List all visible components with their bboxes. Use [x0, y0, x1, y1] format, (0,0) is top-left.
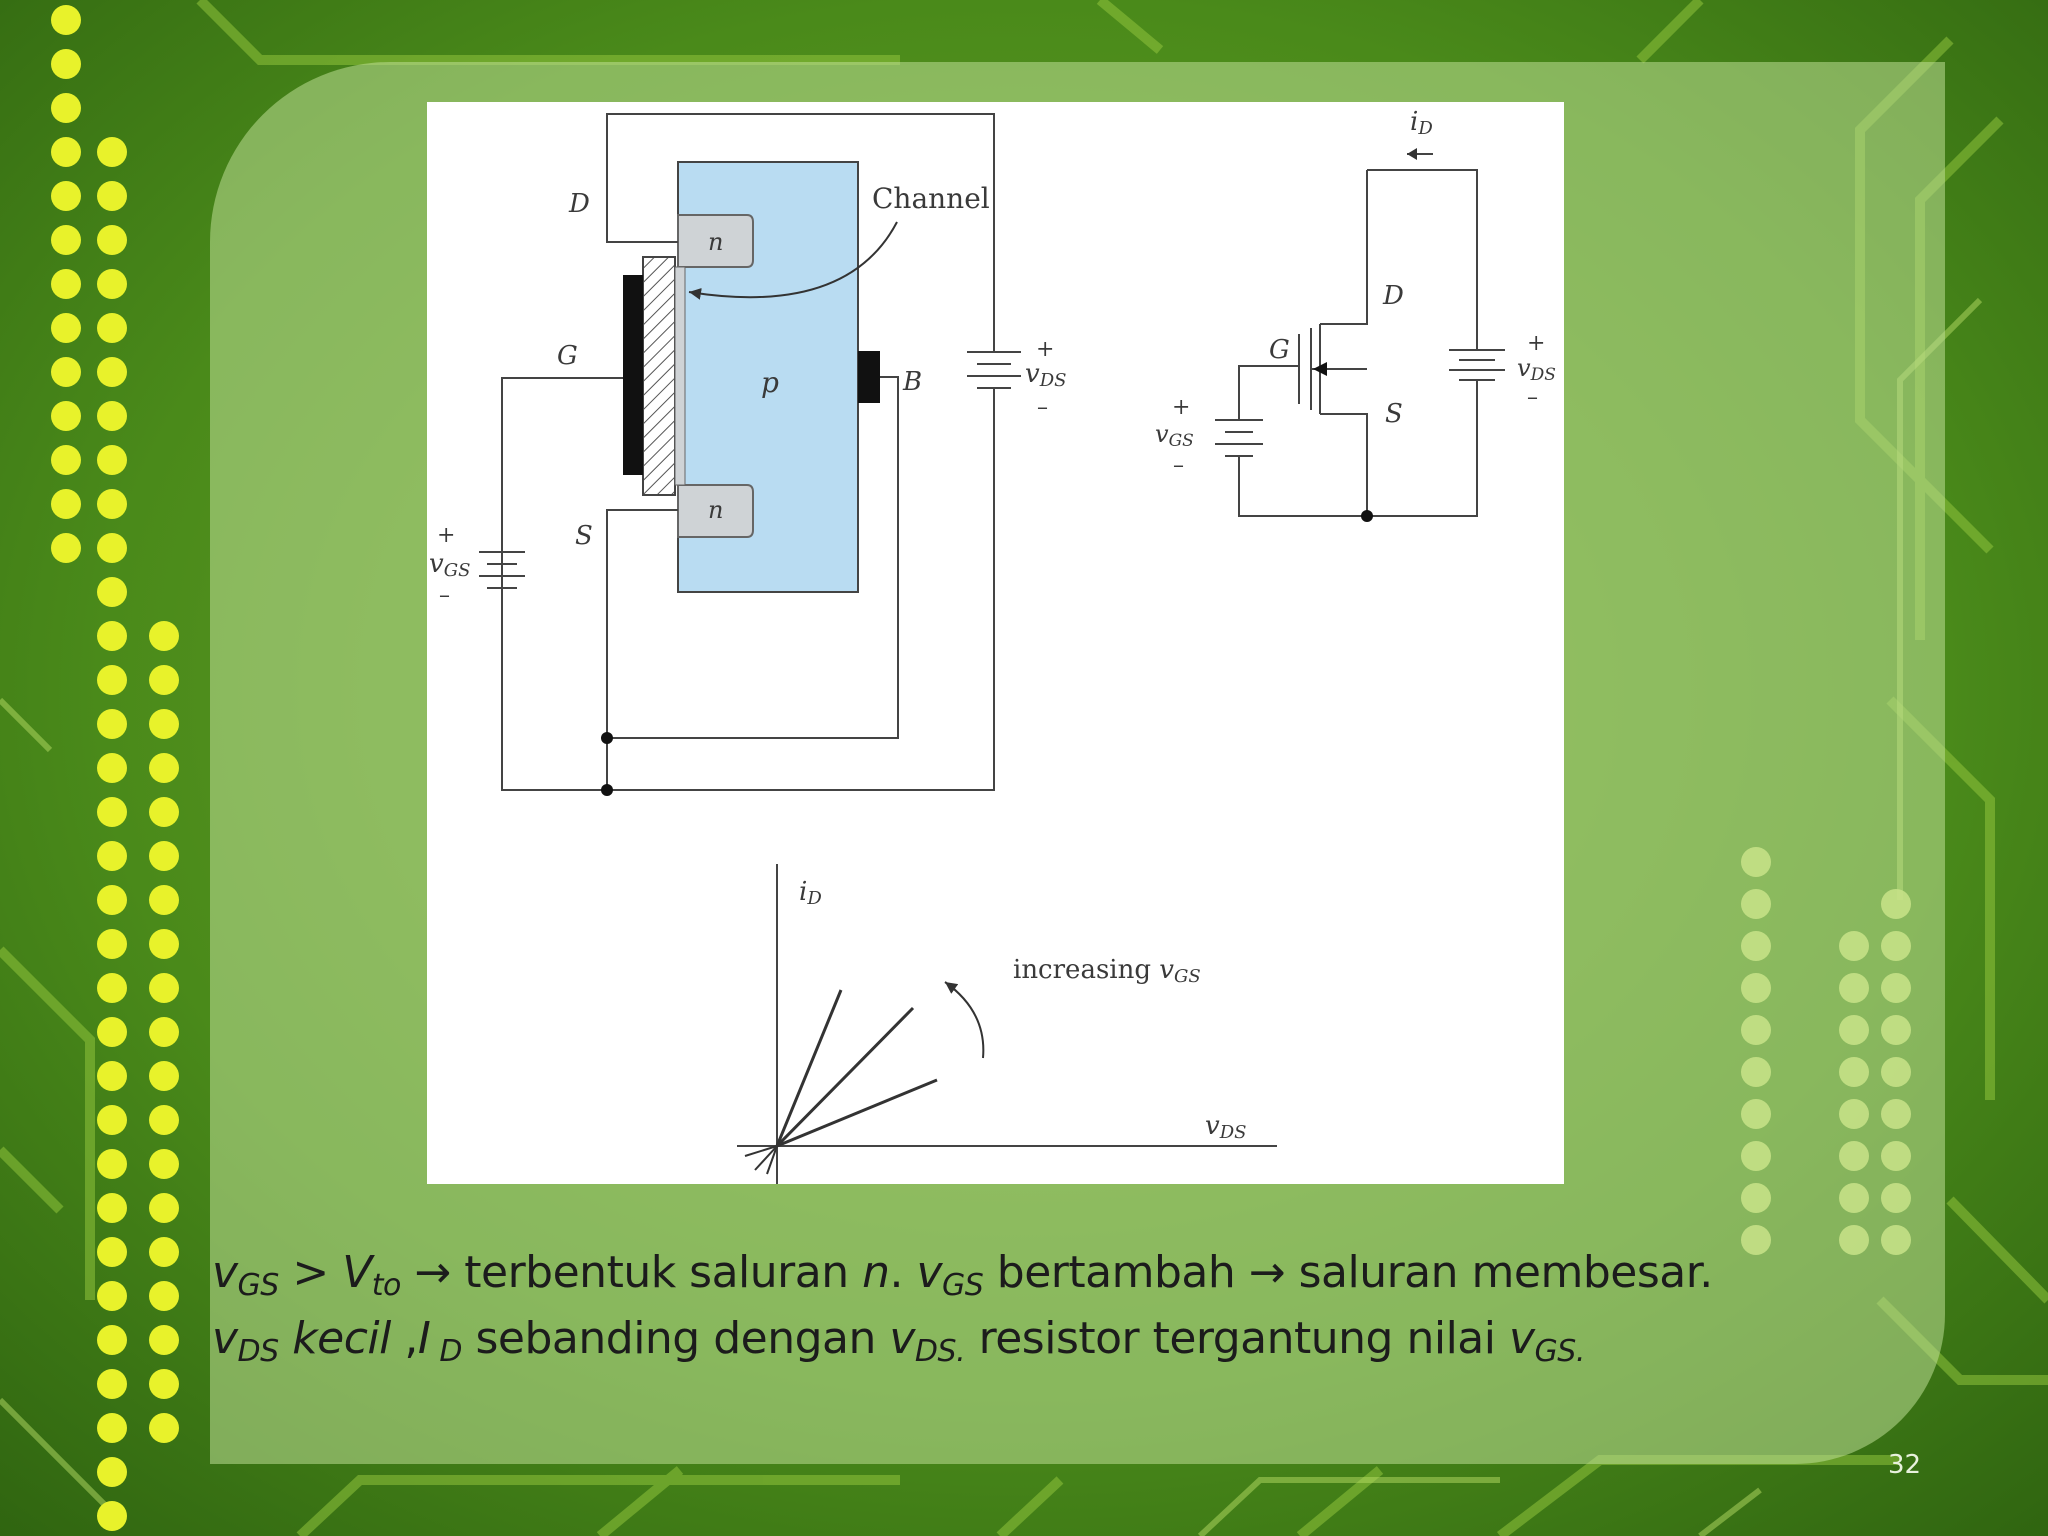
gate-electrode: [623, 275, 643, 475]
sub-gs: GS: [942, 1268, 984, 1303]
caption-text: sebanding dengan: [462, 1313, 890, 1364]
graph-line-tail: [744, 1145, 778, 1157]
graph-line-mid: [775, 1006, 915, 1148]
current-arrow: [1407, 148, 1417, 160]
channel-arrow: [688, 221, 898, 300]
schematic-vds-plus: +: [1527, 331, 1545, 356]
caption-text: kecil: [278, 1313, 391, 1364]
channel-strip: [674, 266, 686, 486]
id-vds-graph: iD vDS increasing vGS: [737, 864, 1277, 1184]
drain-label: D: [568, 189, 590, 219]
graph-y-axis-label: iD: [799, 877, 822, 909]
junction-dot: [601, 732, 613, 744]
caption-text: resistor tergantung nilai: [965, 1313, 1509, 1364]
sub-to: to: [371, 1268, 402, 1303]
junction-dot: [601, 784, 613, 796]
schematic-source-label: S: [1385, 399, 1403, 429]
var-v: v: [1508, 1313, 1535, 1364]
graph-line-tail: [766, 1145, 778, 1175]
drain-region-label: n: [708, 228, 723, 256]
sub-ds: DS: [237, 1334, 280, 1369]
sub-ds: DS.: [914, 1334, 966, 1369]
page-number: 32: [1888, 1450, 1922, 1480]
greater-than: >: [278, 1247, 343, 1298]
vgs-plus: +: [437, 523, 455, 548]
caption-text: saluran membesar.: [1285, 1247, 1714, 1298]
increasing-vgs-label: increasing vGS: [1013, 955, 1201, 987]
vgs-minus: –: [439, 583, 450, 608]
source-n-region: [677, 484, 754, 538]
mosfet-cross-section: D G S B p n n Channel + vGS – + vDS –: [429, 113, 1066, 796]
schematic-vgs-plus: +: [1172, 395, 1190, 420]
gate-label: G: [557, 341, 578, 371]
schematic-drain-label: D: [1382, 281, 1404, 311]
caption-text: terbentuk saluran: [464, 1247, 863, 1298]
vds-label: vDS: [1025, 359, 1066, 391]
increasing-vgs-arrow: [944, 981, 985, 1059]
schematic-wires: [1215, 153, 1505, 517]
var-v: v: [889, 1313, 915, 1364]
vds-plus: +: [1036, 337, 1054, 362]
mosfet-figure: D G S B p n n Channel + vGS – + vDS –: [427, 102, 1564, 1184]
var-n: n: [862, 1247, 890, 1298]
body-contact: [858, 351, 880, 403]
source-region-label: n: [708, 496, 723, 524]
var-v: v: [212, 1313, 238, 1364]
cross-section-wires: [479, 113, 1021, 791]
pcb-pad-dots: [51, 5, 179, 1531]
gate-oxide: [642, 256, 676, 496]
substrate-label: p: [761, 366, 779, 399]
var-v: v: [916, 1247, 943, 1298]
schematic-id-label: iD: [1410, 107, 1433, 139]
schematic-vds-label: vDS: [1517, 354, 1556, 385]
sub-d: D: [430, 1334, 462, 1369]
caption-text: ,: [390, 1313, 418, 1364]
channel-label: Channel: [872, 182, 990, 215]
caption-line-1: vGS > Vto → terbentuk saluran n. vGS ber…: [212, 1240, 1852, 1306]
vgs-label: vGS: [429, 549, 470, 581]
drain-n-region: [677, 214, 754, 268]
schematic-body-arrow: [1313, 362, 1327, 376]
schematic-vgs-minus: –: [1173, 453, 1184, 478]
sub-gs: GS: [237, 1268, 280, 1303]
schematic-junction-dot: [1361, 510, 1373, 522]
caption-line-2: vDS kecil ,I D sebanding dengan vDS. res…: [212, 1306, 1852, 1372]
graph-line-shallow: [776, 1078, 938, 1148]
arrow-icon: →: [400, 1247, 465, 1298]
mosfet-figure-drawing: D G S B p n n Channel + vGS – + vDS –: [429, 107, 1556, 1184]
schematic-gate-label: G: [1269, 335, 1290, 365]
vds-minus: –: [1037, 395, 1048, 420]
arrow-icon: →: [1248, 1247, 1286, 1298]
graph-line-steep: [775, 989, 843, 1147]
schematic-vgs-label: vGS: [1155, 420, 1194, 451]
caption-text: bertambah: [983, 1247, 1249, 1298]
schematic-vds-minus: –: [1527, 385, 1538, 410]
mosfet-schematic: iD D G S + vGS – + vDS –: [1155, 107, 1556, 522]
source-label: S: [575, 521, 593, 551]
body-label: B: [902, 367, 922, 397]
slide-caption: vGS > Vto → terbentuk saluran n. vGS ber…: [212, 1240, 1852, 1372]
caption-text: .: [889, 1247, 917, 1298]
graph-x-axis-label: vDS: [1205, 1111, 1246, 1143]
sub-gs: GS.: [1534, 1334, 1586, 1369]
var-I: I: [417, 1313, 431, 1364]
graph-line-tail: [754, 1145, 778, 1171]
var-V: V: [342, 1247, 372, 1298]
var-v: v: [212, 1247, 238, 1298]
